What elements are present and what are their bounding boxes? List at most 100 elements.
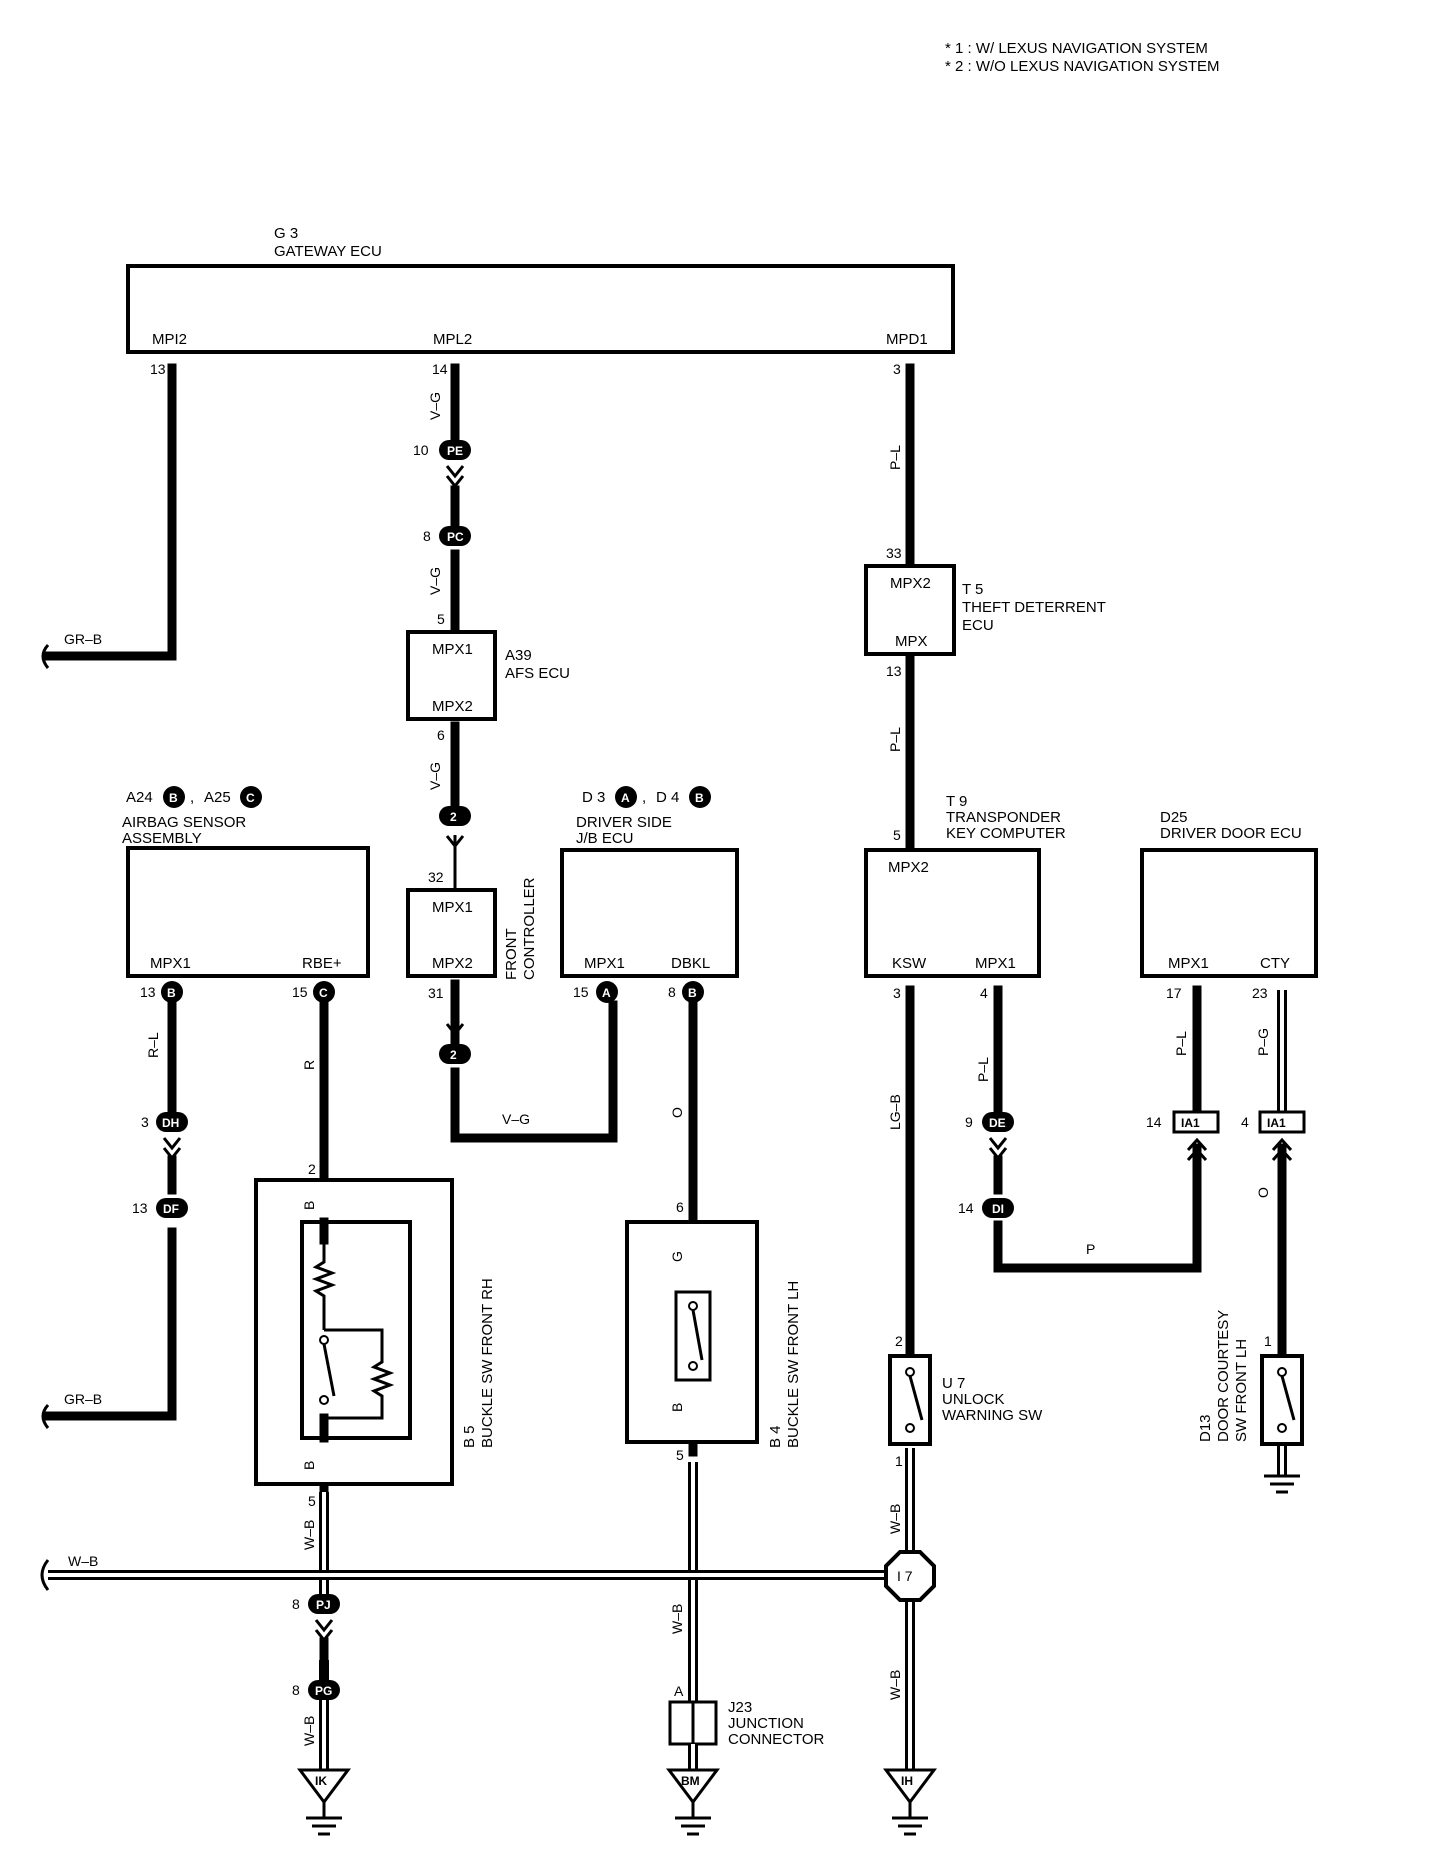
svg-text:BM: BM (681, 1774, 700, 1788)
wire-label-b-lh: B (669, 1403, 685, 1412)
wire-label-lg-b: LG–B (887, 1094, 903, 1130)
connector-ia1-left: IA1 14 (1146, 1110, 1220, 1134)
svg-text:A39: A39 (505, 647, 532, 664)
svg-text:8: 8 (292, 1596, 300, 1612)
junction-i7: I 7 (884, 1550, 936, 1602)
svg-text:17: 17 (1166, 985, 1182, 1001)
svg-text:A: A (602, 986, 611, 1000)
svg-text:PC: PC (447, 530, 464, 544)
svg-text:T 5: T 5 (962, 581, 983, 598)
svg-text:13: 13 (140, 984, 156, 1000)
svg-text:A25: A25 (204, 789, 231, 806)
svg-text:D 4: D 4 (656, 789, 679, 806)
svg-text:JUNCTION: JUNCTION (728, 1715, 804, 1732)
svg-text:ECU: ECU (962, 617, 994, 634)
svg-text:15: 15 (292, 984, 308, 1000)
gateway-num-3: 3 (893, 361, 901, 377)
wire-break-gr-b-top (41, 643, 50, 669)
svg-text:TRANSPONDER: TRANSPONDER (946, 809, 1061, 826)
svg-text:SW FRONT LH: SW FRONT LH (1233, 1339, 1250, 1442)
wire-label-p-l-1: P–L (887, 445, 903, 470)
svg-text:KEY COMPUTER: KEY COMPUTER (946, 825, 1066, 842)
wire-label-gr-b-top: GR–B (64, 631, 102, 647)
svg-text:C: C (246, 791, 255, 805)
svg-text:5: 5 (437, 611, 445, 627)
gateway-pin-mpd1: MPD1 (886, 331, 928, 348)
svg-text:CTY: CTY (1260, 955, 1290, 972)
wire-gr-b-bottom (43, 1227, 177, 1421)
svg-text:J/B ECU: J/B ECU (576, 830, 634, 847)
wire-label-p: P (1086, 1241, 1095, 1257)
svg-text:D 3: D 3 (582, 789, 605, 806)
svg-text:2: 2 (450, 1048, 457, 1062)
driver-side-jb-ecu: D 3 A , D 4 B DRIVER SIDE J/B ECU MPX1 D… (560, 786, 739, 1003)
junction-connector-j23: A J23 JUNCTION CONNECTOR (668, 1683, 825, 1748)
svg-text:DH: DH (162, 1116, 179, 1130)
wire-label-b-rh-1: B (301, 1201, 317, 1210)
note-line-2: * 2 : W/O LEXUS NAVIGATION SYSTEM (945, 58, 1220, 75)
svg-text:CONNECTOR: CONNECTOR (728, 1731, 825, 1748)
connector-df: DF 13 (132, 1198, 188, 1218)
svg-text:23: 23 (1252, 985, 1268, 1001)
svg-text:BUCKLE SW FRONT RH: BUCKLE SW FRONT RH (479, 1278, 496, 1448)
svg-text:14: 14 (1146, 1114, 1162, 1130)
ground-ih: IH (883, 1768, 937, 1836)
wire-label-p-l-3: P–L (975, 1057, 991, 1082)
wire-label-v-g-h: V–G (502, 1111, 530, 1127)
note-line-1: * 1 : W/ LEXUS NAVIGATION SYSTEM (945, 40, 1208, 57)
svg-text:1: 1 (895, 1453, 903, 1469)
svg-text:4: 4 (1241, 1114, 1249, 1130)
svg-text:,: , (190, 789, 194, 806)
wire-label-p-l-4: P–L (1173, 1031, 1189, 1056)
connector-2-top: 2 (439, 806, 471, 826)
svg-text:IH: IH (901, 1774, 913, 1788)
svg-text:15: 15 (573, 984, 589, 1000)
svg-text:KSW: KSW (892, 955, 927, 972)
wire-label-r-l: R–L (145, 1032, 161, 1058)
svg-text:5: 5 (676, 1447, 684, 1463)
svg-text:5: 5 (893, 827, 901, 843)
svg-text:I 7: I 7 (897, 1568, 913, 1584)
wire-label-p-l-2: P–L (887, 727, 903, 752)
buckle-sw-front-rh: 2 5 B 5 BUCKLE SW FRONT RH (254, 1161, 496, 1509)
svg-text:PG: PG (315, 1684, 332, 1698)
svg-text:A24: A24 (126, 789, 153, 806)
connector-pg: PG 8 (292, 1680, 340, 1700)
connector-de: DE 9 (965, 1112, 1014, 1132)
gateway-num-14: 14 (432, 361, 448, 377)
svg-text:MPX: MPX (895, 633, 928, 650)
svg-text:MPX1: MPX1 (1168, 955, 1209, 972)
wire-label-v-g-3: V–G (427, 762, 443, 790)
svg-text:D13: D13 (1197, 1414, 1214, 1442)
connector-2-bottom: 2 (439, 1044, 471, 1064)
svg-text:THEFT DETERRENT: THEFT DETERRENT (962, 599, 1106, 616)
svg-text:T 9: T 9 (946, 793, 967, 810)
svg-text:31: 31 (428, 985, 444, 1001)
svg-text:IA1: IA1 (1181, 1116, 1200, 1130)
svg-text:33: 33 (886, 545, 902, 561)
svg-text:IA1: IA1 (1267, 1116, 1286, 1130)
svg-text:MPX1: MPX1 (975, 955, 1016, 972)
svg-text:3: 3 (893, 985, 901, 1001)
svg-text:6: 6 (437, 727, 445, 743)
wire-label-w-b-5: W–B (887, 1670, 903, 1700)
svg-text:DRIVER DOOR ECU: DRIVER DOOR ECU (1160, 825, 1302, 842)
svg-text:13: 13 (132, 1200, 148, 1216)
ground-bm: BM (666, 1768, 720, 1836)
svg-text:B: B (167, 986, 176, 1000)
wire-break-gr-b-bottom (41, 1403, 50, 1429)
wire-label-w-b-bus: W–B (68, 1553, 98, 1569)
connector-pe: PE 10 (413, 440, 471, 460)
ground-ik: IK (297, 1768, 351, 1836)
svg-text:DOOR COURTESY: DOOR COURTESY (1215, 1310, 1232, 1442)
svg-text:MPX1: MPX1 (432, 641, 473, 658)
connector-pj: PJ 8 (292, 1594, 340, 1614)
svg-text:10: 10 (413, 442, 429, 458)
svg-text:B: B (169, 791, 178, 805)
gateway-pin-mpi2: MPI2 (152, 331, 187, 348)
connector-di: DI 14 (958, 1198, 1014, 1218)
svg-text:U 7: U 7 (942, 1375, 965, 1392)
connector-ia1-right: IA1 4 (1241, 1110, 1306, 1134)
svg-text:BUCKLE SW FRONT LH: BUCKLE SW FRONT LH (785, 1281, 802, 1448)
